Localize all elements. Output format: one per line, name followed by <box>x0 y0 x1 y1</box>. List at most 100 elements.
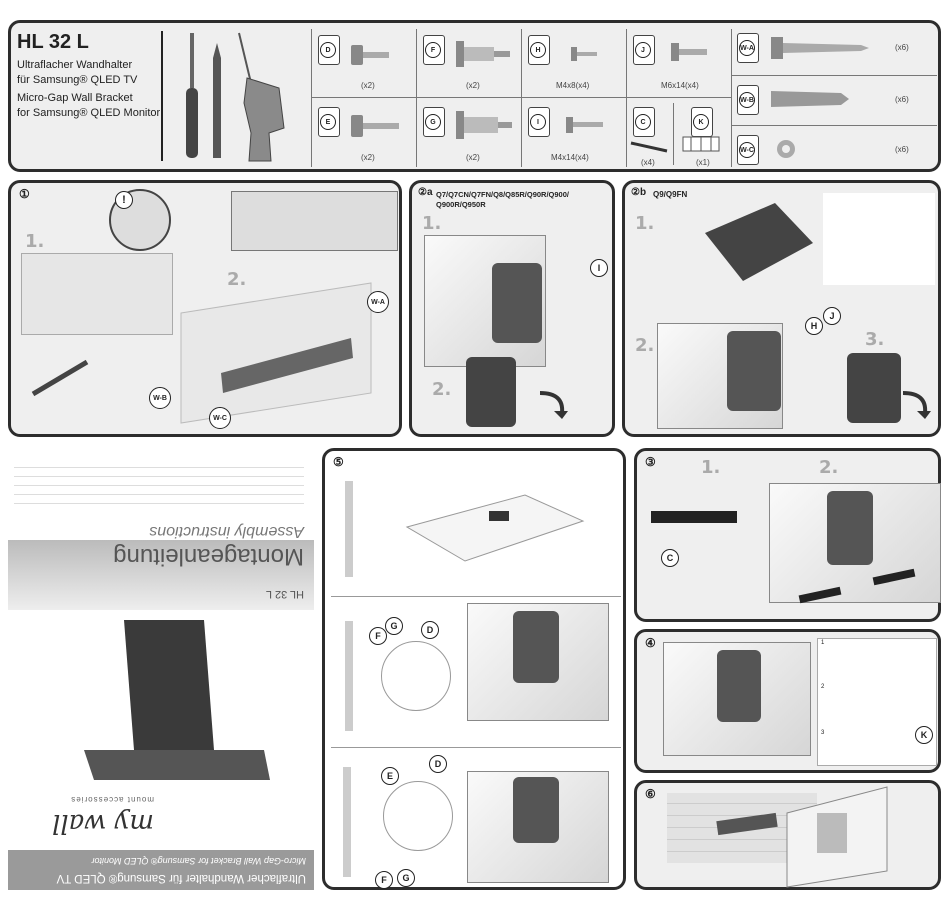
mount-plate <box>847 353 901 423</box>
part-bag: D <box>318 35 340 65</box>
part-label: W-B <box>739 92 755 108</box>
divider <box>331 596 621 597</box>
mount-plate-diagram <box>705 203 813 281</box>
part-label: K <box>915 726 933 744</box>
desc-line-4: for Samsung® QLED Monitor <box>17 107 161 119</box>
step-3-panel: ③ 1. 2. C <box>634 448 941 622</box>
detail-step: 1 <box>821 640 825 646</box>
spacer-bolt-icon <box>456 41 510 67</box>
wall-side-view <box>343 767 351 877</box>
step-number: ④ <box>645 636 656 650</box>
part-qty: (x2) <box>466 81 480 90</box>
part-label: W-A <box>739 40 755 56</box>
part-label: F <box>369 627 387 645</box>
part-label: G <box>385 617 403 635</box>
adhesive-strip <box>651 511 737 523</box>
detail-circle <box>381 641 451 711</box>
substep-label: 2. <box>635 335 655 356</box>
manual-cover: Ultraflacher Wandhalter für Samsung® QLE… <box>8 448 314 890</box>
grid-line <box>673 103 674 165</box>
bracket-photo <box>74 580 270 780</box>
part-label: C <box>635 114 651 130</box>
part-label: W-C <box>739 142 755 158</box>
part-label: I <box>530 114 546 130</box>
grid-line <box>311 97 731 98</box>
detail-step: 3 <box>821 730 825 736</box>
mount-plate <box>513 611 559 683</box>
cover-title: Montageanleitung <box>113 543 304 570</box>
mount-plate <box>513 777 559 843</box>
model-list: Q9/Q9FN <box>653 190 688 199</box>
grid-line <box>416 29 417 167</box>
part-label: E <box>320 114 336 130</box>
screw-icon <box>566 117 603 133</box>
cable-detail-box <box>817 638 937 766</box>
grid-line <box>731 75 937 76</box>
step-number: ③ <box>645 455 656 469</box>
washer-icon <box>777 140 795 158</box>
cover-language-list <box>14 462 304 512</box>
grid-line <box>731 125 937 126</box>
detail-circle <box>383 781 453 851</box>
substep-label: 3. <box>865 329 885 350</box>
part-bag: I <box>528 107 550 137</box>
part-label: I <box>590 259 608 277</box>
substep-label: 1. <box>701 457 721 478</box>
step-number: ① <box>19 187 30 201</box>
part-qty: (x2) <box>361 81 375 90</box>
cover-model-label: HL 32 L <box>265 588 304 600</box>
cover-footer-subtitle: Micro-Gap Wall Bracket for Samsung® QLED… <box>91 856 306 866</box>
detail-step: 2 <box>821 684 825 690</box>
grid-line <box>626 29 627 167</box>
part-label: J <box>635 42 651 58</box>
wall-plug-icon <box>771 91 849 107</box>
tv-flat-diagram <box>405 494 585 562</box>
mount-plate <box>466 357 516 427</box>
part-label: G <box>425 114 441 130</box>
part-qty: (x2) <box>466 153 480 162</box>
desc-line-3: Micro-Gap Wall Bracket <box>17 92 133 104</box>
grid-line <box>521 29 522 167</box>
part-bag: F <box>423 35 445 65</box>
model-title: HL 32 L <box>17 31 89 53</box>
brand-logo: my wall <box>52 808 154 838</box>
step-number: ⑤ <box>333 455 344 469</box>
detail-box <box>823 193 935 285</box>
part-qty: (x6) <box>895 43 909 52</box>
wood-screw-icon <box>771 37 869 59</box>
pencil-icon <box>31 359 89 397</box>
step-5-panel: ⑤ F G D E D F G <box>322 448 626 890</box>
substep-label: 2. <box>227 269 247 290</box>
desc-line-1: Ultraflacher Wandhalter <box>17 59 133 71</box>
part-label: W-A <box>367 291 389 313</box>
substep-label: 2. <box>819 457 839 478</box>
substep-label: 1. <box>635 213 655 234</box>
part-bag: K <box>691 107 713 137</box>
wall-side-view <box>345 621 353 731</box>
part-label: F <box>425 42 441 58</box>
part-qty: (x2) <box>361 153 375 162</box>
thumb-screw-icon <box>351 115 399 137</box>
step-1-panel: ① ! 1. 2. W-A W-B W-C <box>8 180 402 437</box>
part-label: J <box>823 307 841 325</box>
step-2a-panel: ②a Q7/Q7CN/Q7FN/Q8/Q85R/Q90R/Q900/ Q900R… <box>409 180 615 437</box>
step-2b-panel: ②b Q9/Q9FN 1. 2. H J 3. <box>622 180 941 437</box>
divider <box>331 747 621 748</box>
part-qty: (x4) <box>641 158 655 167</box>
part-bag: H <box>528 35 550 65</box>
cover-subtitle: Assembly instructions <box>149 523 304 540</box>
grid-line <box>731 29 732 167</box>
part-bag: W-C <box>737 135 759 165</box>
step-number: ⑥ <box>645 787 656 801</box>
step-number: ②b <box>631 187 647 198</box>
step-number: ②a <box>418 187 433 198</box>
pencil-icon <box>213 43 221 158</box>
substep-label: 1. <box>422 213 442 234</box>
mount-plate <box>492 263 542 343</box>
thumb-screw-icon <box>351 45 389 65</box>
part-bag: G <box>423 107 445 137</box>
screw-icon <box>571 47 597 61</box>
cover-footer-title: Ultraflacher Wandhalter für Samsung® QLE… <box>56 872 306 884</box>
mount-plate <box>727 331 781 411</box>
rotate-arrow-icon <box>539 391 568 419</box>
